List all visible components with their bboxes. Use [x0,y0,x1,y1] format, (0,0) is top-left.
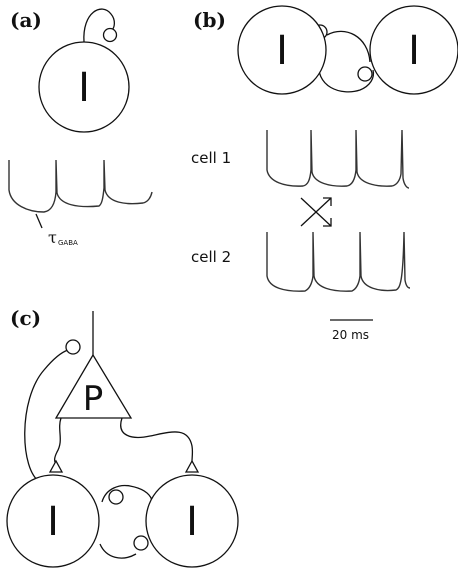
panel-c-synapse-top [109,490,123,504]
panel-a-synapse-terminal [104,29,117,42]
panel-a-cell-label: I [78,65,90,111]
panel-c-connection-bottom [100,544,136,558]
panel-b-cell1-trace [267,130,409,188]
panel-c-cell-label-right: I [186,499,198,545]
panel-c-cell-label-left: I [47,499,59,545]
panel-b-row1-label: cell 1 [191,149,231,167]
panel-c-axon-right [121,418,193,461]
panel-c-pyramidal-label: P [83,379,104,419]
panel-b-cell2-trace [267,232,410,291]
panel-c-synapse-bottom [134,536,148,550]
panel-b-cross-arrows [301,198,331,226]
panel-c-label: (c) [10,306,41,330]
panel-b-cell-label-right: I [408,28,420,74]
panel-b-label: (b) [193,8,226,32]
panel-c-synapse-on-pyramidal [66,340,80,354]
panel-a-tau-pointer [36,214,42,228]
panel-b-scale-bar-label: 20 ms [332,328,369,342]
panel-c-excitatory-terminal-right [186,461,198,472]
panel-b-row2-label: cell 2 [191,248,231,266]
panel-b-connection-bottom [327,31,370,62]
panel-a-tau-symbol: τ [48,228,57,247]
panel-c-excitatory-terminal-left [50,461,62,472]
panel-b-synapse-bottom [358,67,372,81]
panel-a-voltage-trace [9,160,152,212]
panel-a-tau-subscript: GABA [58,239,78,247]
panel-a-label: (a) [10,8,42,32]
panel-b-cell-label-left: I [276,28,288,74]
panel-c-axon-left [55,418,61,465]
